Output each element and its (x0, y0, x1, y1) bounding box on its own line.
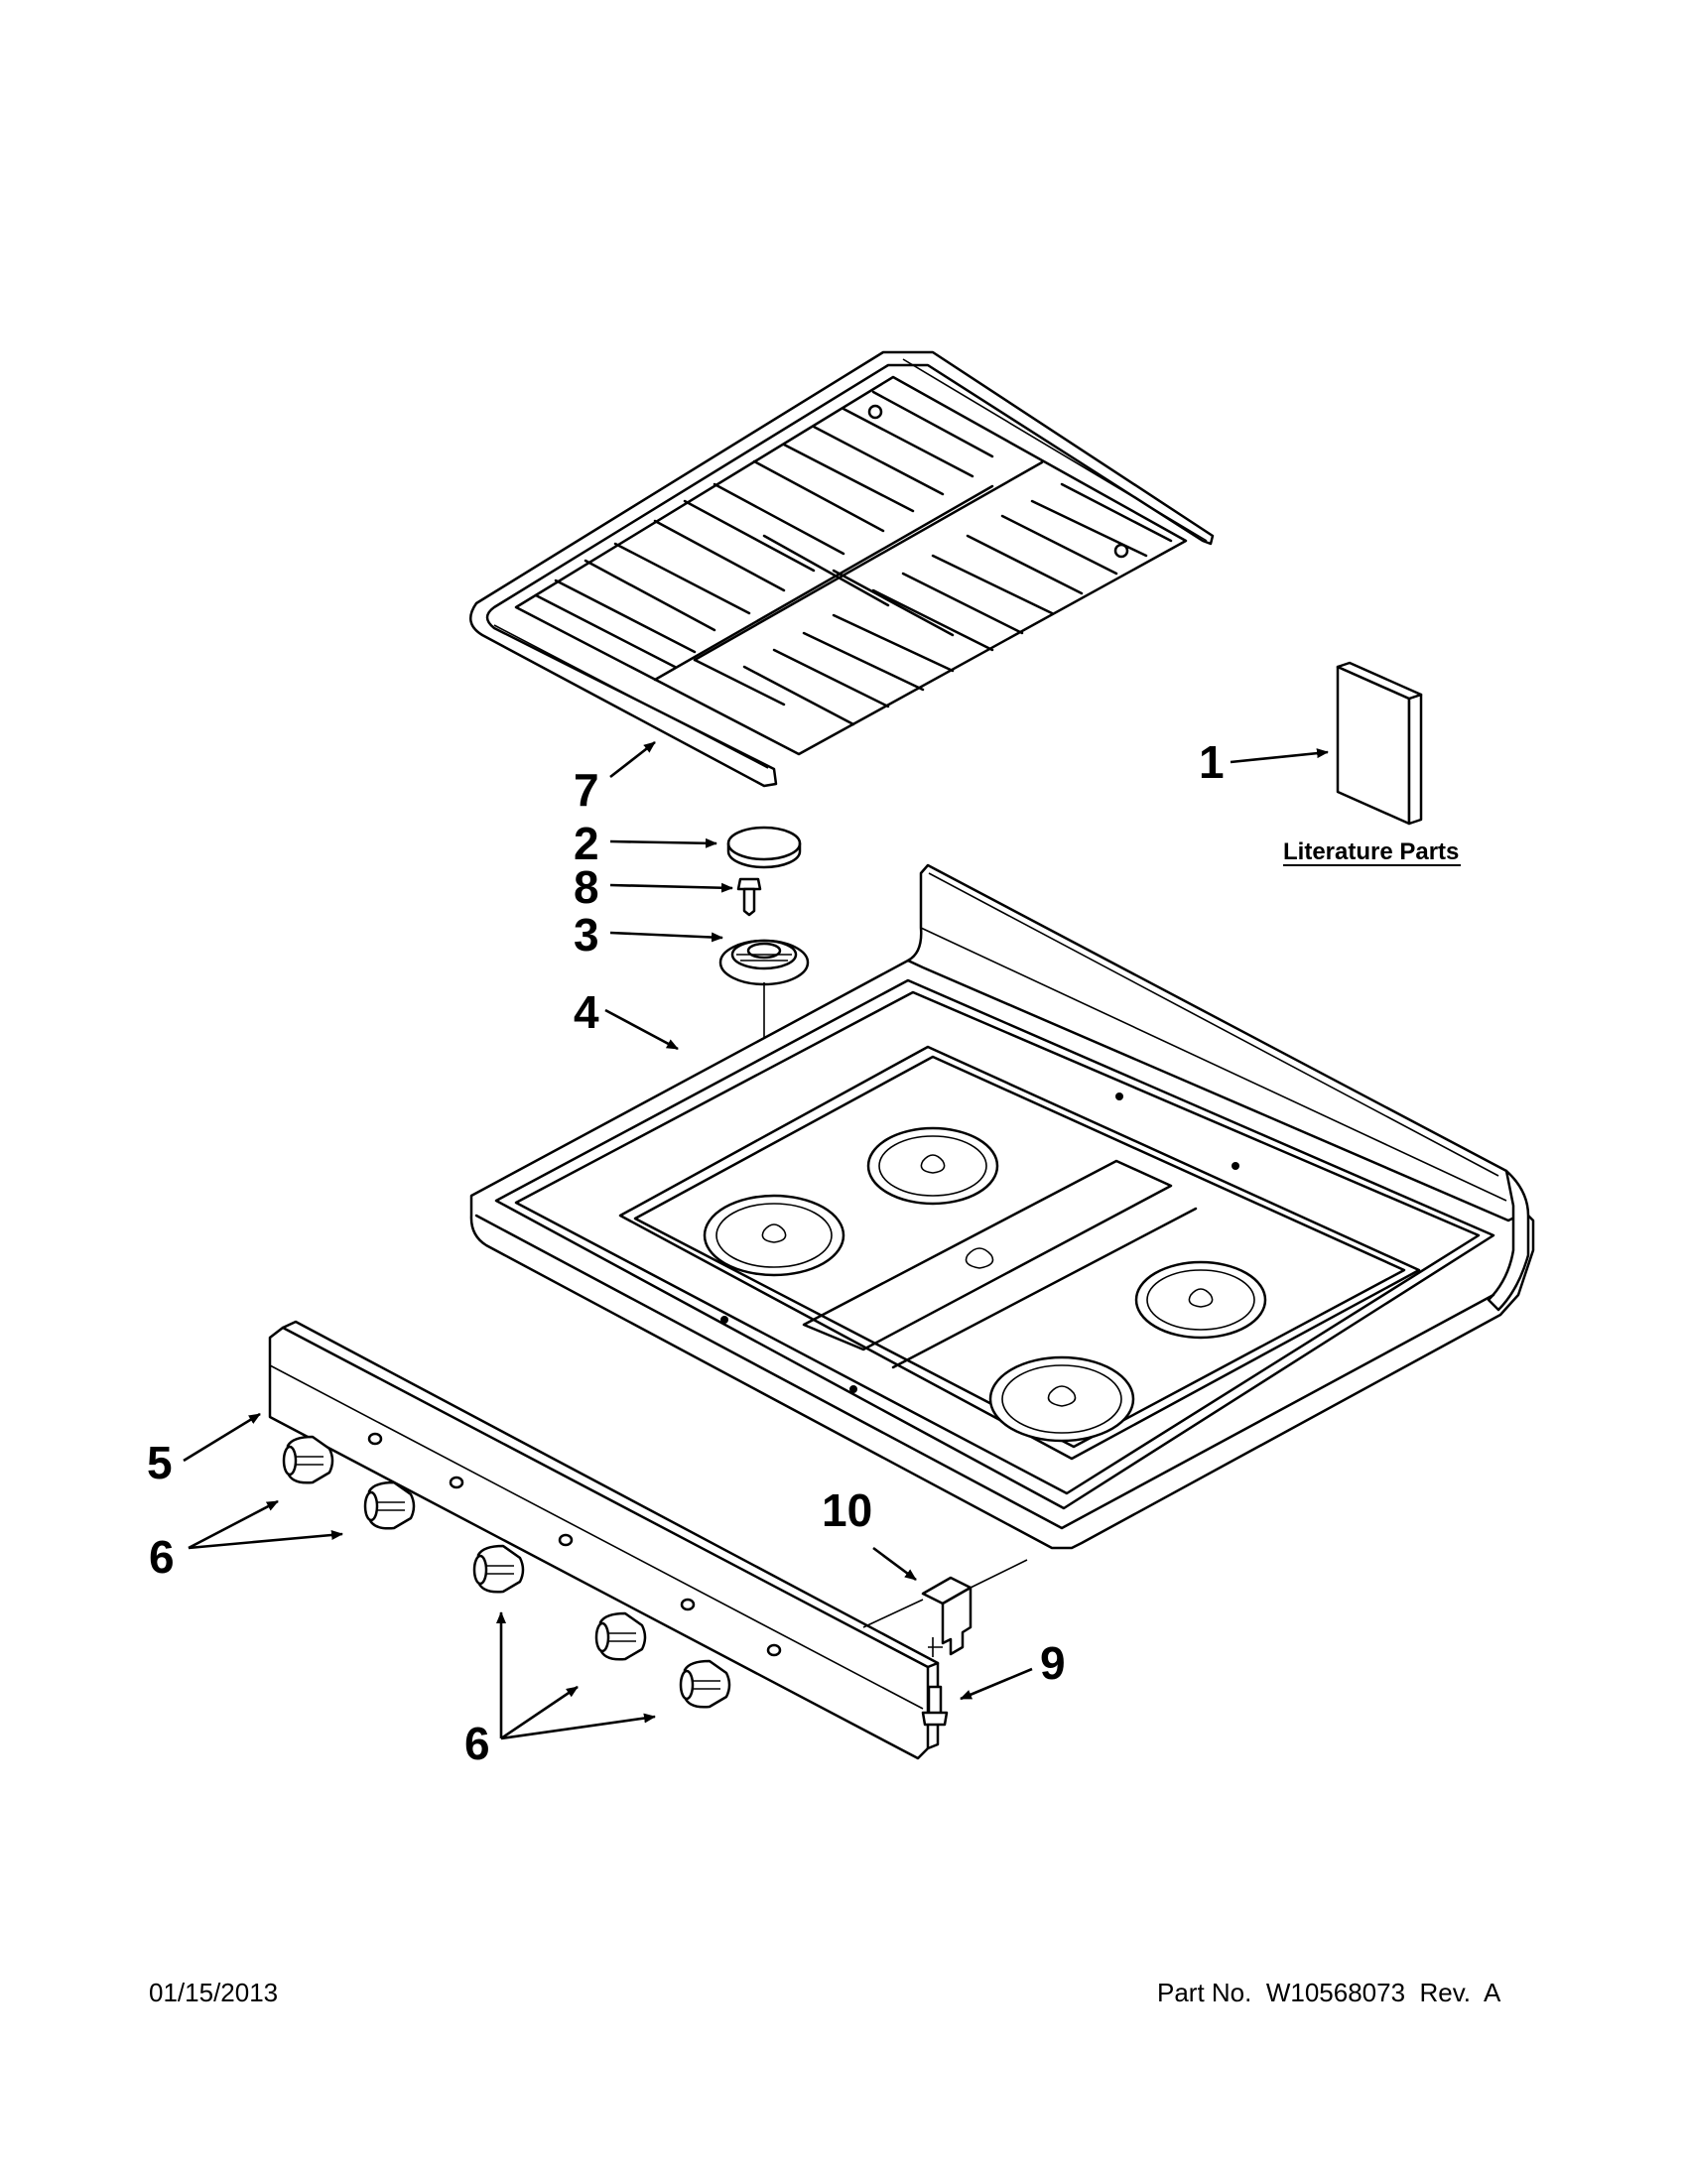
callout-4: 4 (574, 986, 599, 1038)
callout-9: 9 (1040, 1637, 1066, 1689)
screw-part-8 (736, 877, 762, 917)
literature-parts-label: Literature Parts (1283, 838, 1459, 865)
callout-8: 8 (574, 861, 599, 913)
callout-7: 7 (574, 764, 599, 816)
leader-arrows (183, 740, 1329, 1740)
literature-parts-block (1336, 661, 1423, 826)
burner-cap-part (726, 826, 802, 869)
burner-base-part (718, 939, 810, 986)
footer-date: 01/15/2013 (149, 1978, 279, 2007)
callout-10: 10 (822, 1484, 872, 1536)
callout-6-lower: 6 (464, 1718, 490, 1769)
footer-part-number: Part No. W10568073 Rev. A (1157, 1978, 1501, 2007)
screw-part-9 (921, 1685, 949, 1727)
bracket-part (862, 1559, 1028, 1657)
control-panel-part (268, 1320, 940, 1760)
callout-1: 1 (1199, 736, 1225, 788)
callout-2: 2 (574, 818, 599, 869)
grate-part (469, 350, 1215, 788)
cooktop-part (469, 863, 1535, 1550)
callout-6-upper: 6 (149, 1531, 175, 1583)
knob-parts (282, 1435, 731, 1709)
callout-5: 5 (147, 1437, 173, 1488)
callout-3: 3 (574, 909, 599, 961)
